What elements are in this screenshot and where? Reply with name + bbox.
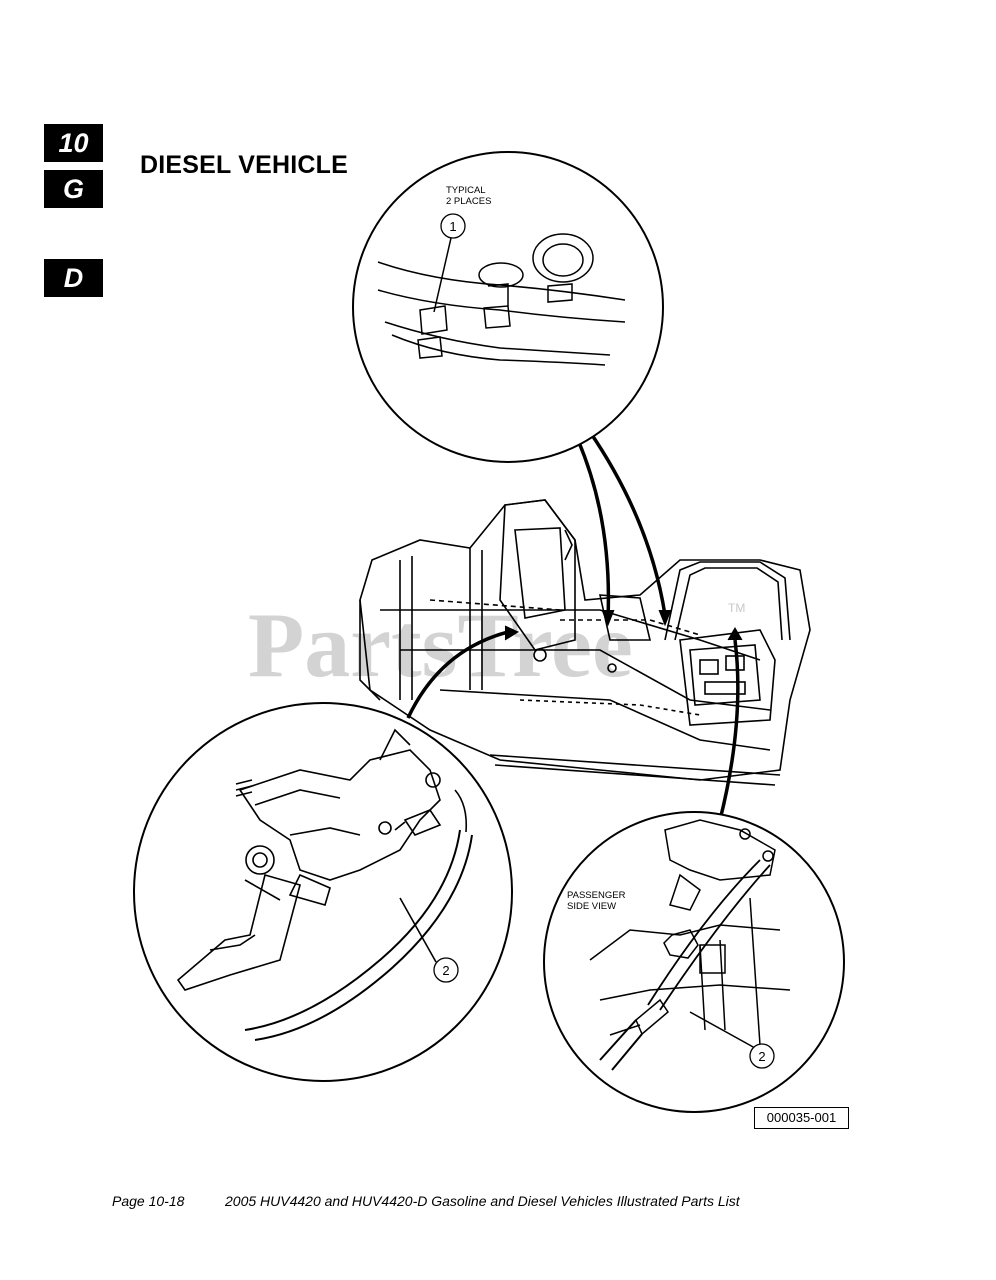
left-detail-view: 2	[133, 702, 513, 1082]
footer-document: 2005 HUV4420 and HUV4420-D Gasoline and …	[225, 1193, 740, 1209]
top-detail-view: 1 TYPICAL 2 PLACES	[352, 151, 664, 463]
callout-number-1: 1	[449, 219, 456, 234]
watermark-trademark: TM	[728, 601, 745, 615]
callout-circle-2-right	[749, 1043, 775, 1069]
footer-page: Page 10-18	[112, 1193, 185, 1209]
subsection-tab: D	[44, 259, 103, 297]
callout-number-2-right: 2	[758, 1049, 765, 1064]
passenger-note-line2: SIDE VIEW	[567, 901, 616, 912]
right-detail-view: 2 PASSENGER SIDE VIEW	[543, 811, 845, 1113]
section-tab: G	[44, 170, 103, 208]
watermark: PartsTree	[248, 594, 633, 696]
figure-number: 000035-001	[754, 1107, 849, 1129]
left-detail-leaders	[406, 625, 520, 719]
typical-note-line1: TYPICAL	[446, 185, 486, 196]
top-detail-leaders	[576, 431, 672, 627]
typical-note-line2: 2 PLACES	[446, 196, 491, 207]
callout-circle-2-left	[433, 957, 459, 983]
callout-number-2-left: 2	[442, 963, 449, 978]
page-title: DIESEL VEHICLE	[140, 151, 348, 179]
vehicle-chassis	[359, 499, 811, 786]
right-detail-leaders	[718, 627, 743, 821]
passenger-note-line1: PASSENGER	[567, 890, 626, 901]
callout-circle-1	[440, 213, 466, 239]
chapter-tab: 10	[44, 124, 103, 162]
